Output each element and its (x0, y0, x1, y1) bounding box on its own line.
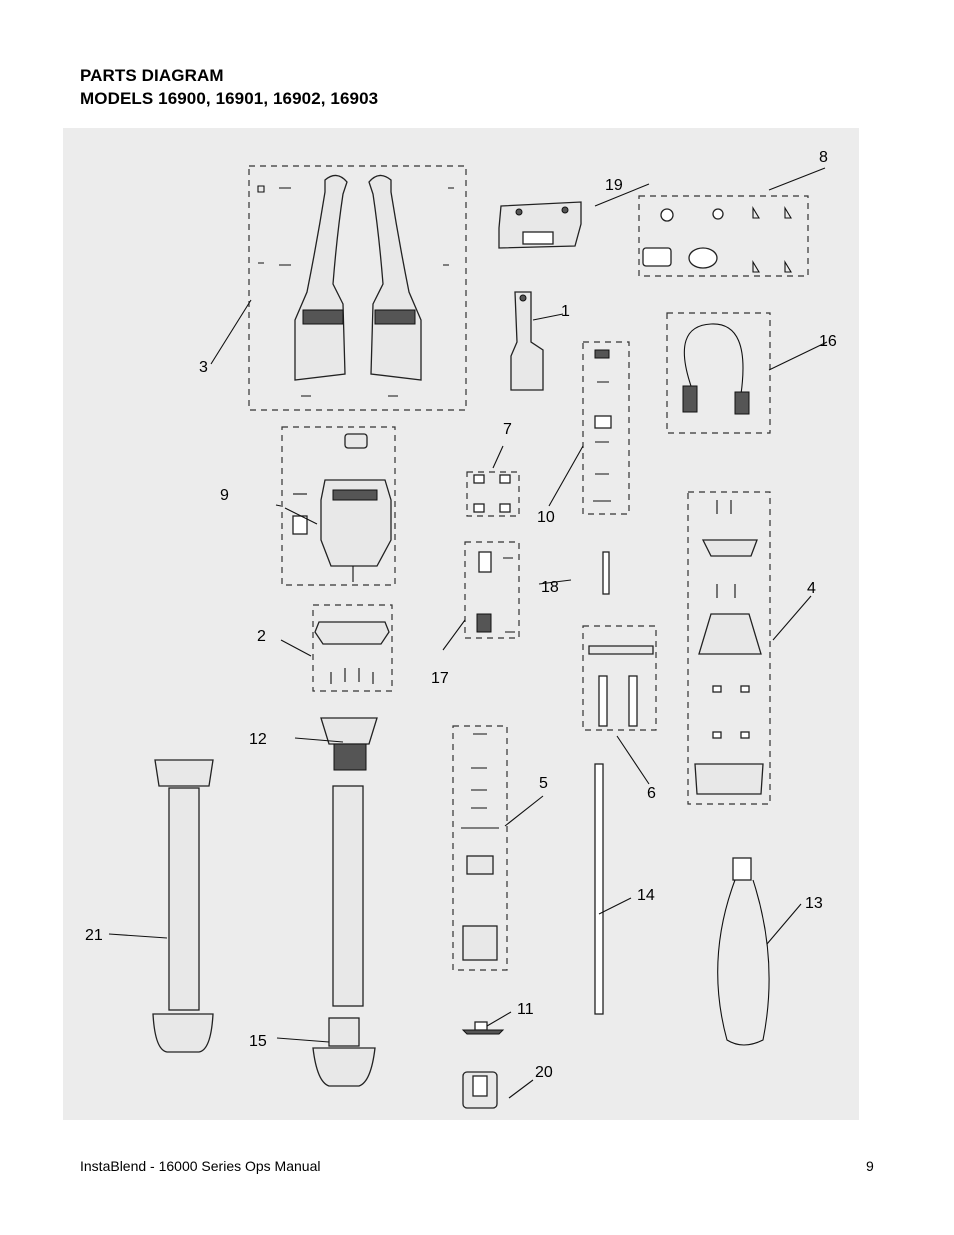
callout-18: 18 (541, 579, 559, 596)
part-3-housing (248, 165, 467, 411)
part-11-blade (461, 1021, 505, 1035)
part-18-pin (602, 551, 610, 595)
callout-8: 8 (819, 149, 828, 166)
part-16-power-cord (666, 312, 771, 434)
part-2-cap (312, 604, 393, 692)
part-6 (582, 625, 657, 731)
part-17 (464, 541, 520, 639)
callout-12: 12 (249, 731, 267, 748)
part-8-screws (638, 195, 809, 277)
callout-4: 4 (807, 580, 816, 597)
callout-labels: 1 2 3 4 5 6 7 8 9 10 11 12 13 14 15 16 1… (85, 149, 837, 1081)
part-10-parts (582, 341, 630, 515)
callout-17: 17 (431, 670, 449, 687)
part-20 (462, 1071, 498, 1109)
part-14-rod (594, 763, 604, 1015)
part-19 (498, 201, 582, 249)
parts-diagram: 1 2 3 4 5 6 7 8 9 10 11 12 13 14 15 16 1… (63, 128, 859, 1120)
part-13-loop (717, 857, 770, 1046)
part-1-switch (510, 291, 544, 391)
callout-5: 5 (539, 775, 548, 792)
callout-14: 14 (637, 887, 655, 904)
callout-21: 21 (85, 927, 103, 944)
callout-1: 1 (561, 303, 570, 320)
callout-15: 15 (249, 1033, 267, 1050)
callout-6: 6 (647, 785, 656, 802)
footer-manual-name: InstaBlend - 16000 Series Ops Manual (80, 1158, 321, 1174)
callout-13: 13 (805, 895, 823, 912)
part-7-clips (466, 471, 520, 517)
part-4-assembly (687, 491, 771, 805)
callout-2: 2 (257, 628, 266, 645)
page-number: 9 (866, 1158, 874, 1174)
callout-3: 3 (199, 359, 208, 376)
page-title: PARTS DIAGRAM (80, 66, 224, 85)
callout-16: 16 (819, 333, 837, 350)
callout-11: 11 (517, 1001, 534, 1018)
callout-20: 20 (535, 1064, 553, 1081)
callout-7: 7 (503, 421, 512, 438)
callout-9: 9 (220, 487, 229, 504)
part-21-shaft (152, 759, 214, 1053)
part-5 (452, 725, 508, 971)
callout-10: 10 (537, 509, 555, 526)
part-9-motor (281, 426, 396, 586)
part-12-15-shaft (312, 717, 378, 1087)
callout-19: 19 (605, 177, 623, 194)
callout-leader-lines (108, 167, 828, 1099)
models-subtitle: MODELS 16900, 16901, 16902, 16903 (80, 89, 379, 108)
